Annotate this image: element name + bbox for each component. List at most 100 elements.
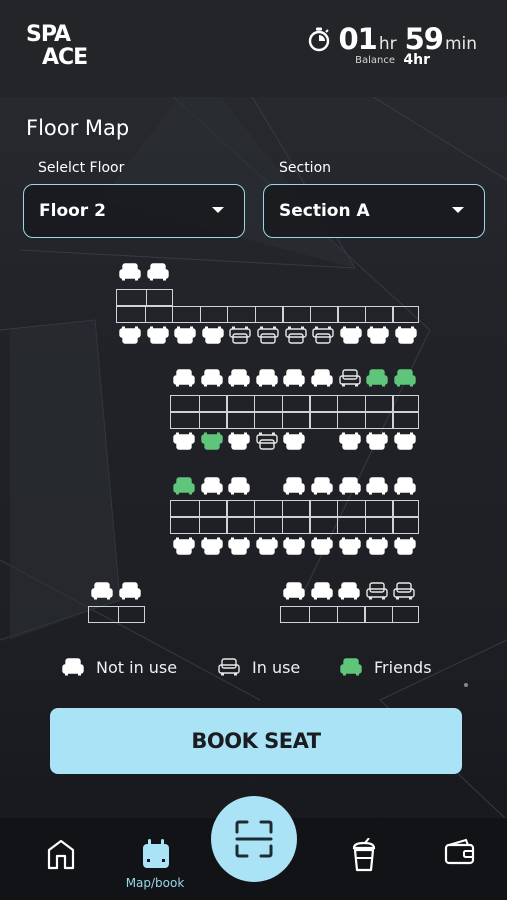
logo-line-1: SPA [26, 22, 71, 47]
seat-row-3-bottom-6-free[interactable] [338, 537, 361, 555]
seat-row-2-bottom-8-free[interactable] [394, 432, 416, 450]
seat-row-1-bottom-4-in-use [229, 326, 252, 344]
seat-row-3-bottom-1-free[interactable] [200, 537, 223, 555]
desk-group-1b [116, 306, 419, 323]
drink-icon [352, 838, 376, 872]
seat-row-4b-top-0-free[interactable] [283, 582, 305, 600]
desk-group-3a [170, 500, 419, 517]
desk-group-3b [170, 517, 419, 534]
seat-row-3-top-1-free[interactable] [200, 477, 223, 495]
seat-row-3-top-4-free[interactable] [283, 477, 306, 495]
seat-row-3-top-7-free[interactable] [366, 477, 388, 495]
seat-row-3-bottom-2-free[interactable] [228, 537, 250, 555]
seat-row-1-bottom-6-in-use [284, 326, 307, 344]
seat-row-2-bottom-6-free[interactable] [338, 432, 361, 450]
floor-select[interactable]: Floor 2 [23, 184, 245, 238]
seat-row-1-bottom-7-in-use [312, 326, 334, 344]
seat-in-use-icon [218, 658, 240, 676]
seat-row-1-bottom-8-free[interactable] [340, 326, 362, 344]
seat-row-2-top-5-free[interactable] [311, 369, 333, 387]
seat-row-3-bottom-0-free[interactable] [173, 537, 195, 555]
desk-group-2b [170, 412, 419, 429]
seat-row-2-top-2-free[interactable] [228, 369, 250, 387]
seat-friends-icon [340, 658, 362, 676]
legend-in-use: In use [218, 652, 300, 682]
floor-select-label: Selelct Floor [38, 160, 125, 176]
legend-friends-label: Friends [374, 657, 432, 677]
seat-row-3-bottom-8-free[interactable] [394, 537, 416, 555]
book-seat-button[interactable]: BOOK SEAT [50, 708, 462, 774]
legend-not-in-use-label: Not in use [96, 657, 178, 677]
home-icon [47, 839, 75, 870]
seat-row-3-bottom-7-free[interactable] [366, 537, 388, 555]
seat-row-3-top-0-friends [173, 477, 195, 495]
seat-row-4b-top-1-free[interactable] [310, 582, 333, 600]
seat-row-1-bottom-5-in-use [257, 326, 279, 344]
seat-row-2-bottom-4-free[interactable] [283, 432, 306, 450]
desk-group-1a [116, 289, 173, 306]
seat-map [0, 255, 507, 635]
seat-row-3-bottom-5-free[interactable] [311, 537, 333, 555]
seat-row-4a-top-1-free[interactable] [118, 582, 141, 600]
seat-row-2-top-0-free[interactable] [173, 369, 195, 387]
seat-row-4a-top-0-free[interactable] [91, 582, 113, 600]
wallet-icon [444, 838, 475, 865]
seat-row-1-bottom-2-free[interactable] [174, 326, 196, 344]
seat-row-3-top-6-free[interactable] [338, 477, 361, 495]
scan-icon [235, 820, 273, 858]
seat-row-4b-top-4-in-use [393, 582, 416, 600]
legend-friends: Friends [340, 652, 432, 682]
scan-qr-button[interactable] [211, 796, 297, 882]
nav-home[interactable] [20, 818, 100, 900]
balance-label: Balance [355, 55, 395, 66]
seat-row-3-bottom-3-free[interactable] [256, 537, 278, 555]
seat-row-2-top-8-friends [394, 369, 416, 387]
seat-row-2-top-1-free[interactable] [200, 369, 223, 387]
space-logo: SPA ACE [26, 24, 96, 72]
seat-row-3-top-5-free[interactable] [311, 477, 333, 495]
seat-row-3-top-2-free[interactable] [228, 477, 250, 495]
section-select-value: Section A [279, 201, 370, 221]
nav-drinks[interactable] [323, 818, 403, 900]
seat-row-2-bottom-1-friends [200, 432, 223, 450]
logo-line-2: ACE [42, 45, 88, 70]
section-select-label: Section [279, 160, 332, 176]
seat-row-2-bottom-7-free[interactable] [366, 432, 388, 450]
hours-unit: hr [378, 34, 397, 54]
chevron-down-icon [212, 207, 224, 213]
seat-row-2-top-4-free[interactable] [283, 369, 306, 387]
seat-free-icon [62, 658, 84, 676]
seat-row-4b-top-3-in-use [366, 582, 388, 600]
seat-row-2-bottom-2-free[interactable] [228, 432, 250, 450]
legend-not-in-use: Not in use [62, 652, 177, 682]
desk-group-2a [170, 395, 419, 412]
seat-row-1-top-1-free[interactable] [146, 263, 169, 281]
legend: Not in use In use Friends [0, 652, 507, 682]
seat-row-1-bottom-10-free[interactable] [395, 326, 417, 344]
seat-row-3-bottom-4-free[interactable] [283, 537, 306, 555]
seat-row-1-bottom-0-free[interactable] [119, 326, 141, 344]
seat-row-4b-top-2-free[interactable] [338, 582, 360, 600]
chevron-down-icon [452, 207, 464, 213]
seat-row-3-top-8-free[interactable] [394, 477, 416, 495]
nav-map-book[interactable]: Map/book [115, 818, 195, 900]
minutes-unit: min [444, 34, 477, 54]
seat-row-2-bottom-0-free[interactable] [173, 432, 195, 450]
seat-row-2-bottom-3-in-use [256, 432, 278, 450]
seat-row-2-top-3-free[interactable] [256, 369, 278, 387]
legend-in-use-label: In use [252, 657, 301, 677]
nav-map-book-label: Map/book [125, 876, 185, 890]
section-select[interactable]: Section A [263, 184, 485, 238]
minutes-value: 59 [404, 22, 444, 56]
seat-row-1-bottom-1-free[interactable] [146, 326, 169, 344]
nav-wallet[interactable] [418, 818, 498, 900]
desk-group-4a [88, 606, 145, 623]
seat-row-1-bottom-9-free[interactable] [367, 326, 390, 344]
calendar-icon [143, 839, 169, 868]
seat-row-1-bottom-3-free[interactable] [202, 326, 224, 344]
desk-group-4b [280, 606, 419, 623]
floor-select-value: Floor 2 [39, 201, 106, 221]
seat-row-2-top-6-in-use [338, 369, 361, 387]
seat-row-1-top-0-free[interactable] [119, 263, 141, 281]
